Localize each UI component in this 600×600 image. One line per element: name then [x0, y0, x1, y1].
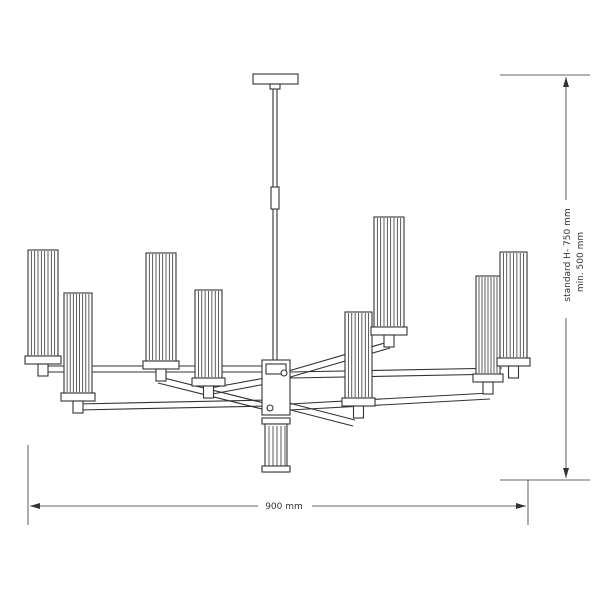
central-hub — [261, 359, 291, 416]
height-min-label: min. 500 mm — [576, 232, 586, 292]
glass-shade — [24, 249, 62, 377]
glass-shade — [341, 311, 376, 419]
height-dimension: standard H- 750 mm min. 500 mm — [500, 74, 590, 481]
ceiling-canopy — [252, 73, 299, 90]
glass-shade — [370, 216, 408, 348]
arm-right-diagonal — [282, 341, 391, 427]
bottom-finial — [261, 417, 291, 473]
width-dimension: 900 mm — [27, 445, 529, 525]
suspension-rod — [270, 89, 280, 360]
arm-left-lower — [77, 399, 271, 411]
width-label: 900 mm — [265, 502, 303, 512]
arm-right-upper — [289, 367, 503, 379]
glass-shade — [472, 275, 504, 395]
glass-shade — [142, 252, 180, 382]
shades-group — [24, 216, 531, 419]
glass-shade — [60, 292, 96, 414]
height-standard-label: standard H- 750 mm — [563, 208, 573, 301]
glass-shade — [496, 251, 531, 379]
glass-shade — [191, 289, 226, 399]
arm-right-lower — [289, 392, 491, 411]
